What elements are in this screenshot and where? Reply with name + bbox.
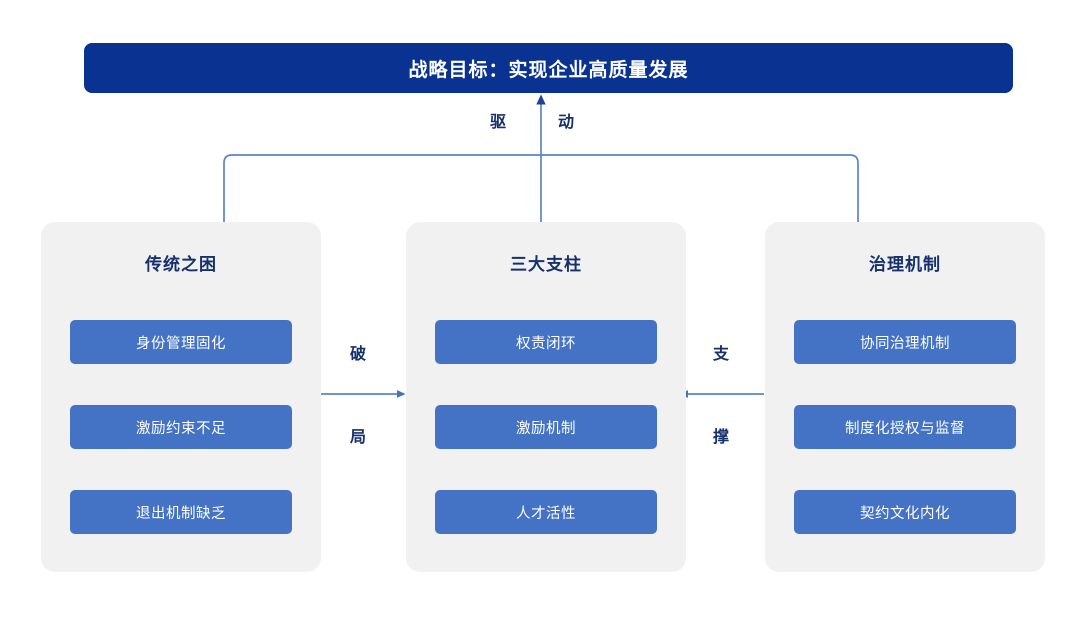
- breakthrough-label-top: 破: [350, 346, 367, 363]
- item-card[interactable]: 契约文化内化: [794, 490, 1016, 534]
- strategic-goal-label: 战略目标：实现企业高质量发展: [408, 59, 689, 81]
- item-label: 协同治理机制: [860, 335, 950, 352]
- bracket-connector: [223, 154, 859, 222]
- column-three-pillars: 三大支柱 权责闭环 激励机制 人才活性: [406, 222, 686, 572]
- item-label: 退出机制缺乏: [136, 505, 226, 522]
- column-traditional-challenges: 传统之困 身份管理固化 激励约束不足 退出机制缺乏: [41, 222, 321, 572]
- drive-arrow-label-left: 驱: [490, 114, 507, 131]
- item-label: 激励机制: [516, 420, 576, 437]
- column-governance-mechanism: 治理机制 协同治理机制 制度化授权与监督 契约文化内化: [765, 222, 1045, 572]
- column-title-traditional-challenges: 传统之困: [145, 255, 217, 274]
- item-label: 身份管理固化: [136, 335, 226, 352]
- column-title-three-pillars: 三大支柱: [510, 255, 582, 274]
- item-label: 激励约束不足: [136, 420, 226, 437]
- item-card[interactable]: 激励约束不足: [70, 405, 292, 449]
- support-label-top: 支: [713, 346, 730, 363]
- breakthrough-label-bottom: 局: [350, 429, 367, 446]
- item-card[interactable]: 退出机制缺乏: [70, 490, 292, 534]
- item-label: 契约文化内化: [860, 505, 950, 522]
- drive-arrow-label-right: 动: [558, 114, 575, 131]
- item-card[interactable]: 人才活性: [435, 490, 657, 534]
- strategic-goal-banner: 战略目标：实现企业高质量发展: [84, 43, 1013, 93]
- item-label: 人才活性: [516, 505, 576, 522]
- column-title-governance-mechanism: 治理机制: [869, 255, 941, 274]
- item-card[interactable]: 激励机制: [435, 405, 657, 449]
- item-label: 制度化授权与监督: [845, 420, 965, 437]
- item-card[interactable]: 权责闭环: [435, 320, 657, 364]
- item-card[interactable]: 制度化授权与监督: [794, 405, 1016, 449]
- item-card[interactable]: 身份管理固化: [70, 320, 292, 364]
- item-card[interactable]: 协同治理机制: [794, 320, 1016, 364]
- item-label: 权责闭环: [516, 335, 576, 352]
- support-label-bottom: 撑: [713, 429, 730, 446]
